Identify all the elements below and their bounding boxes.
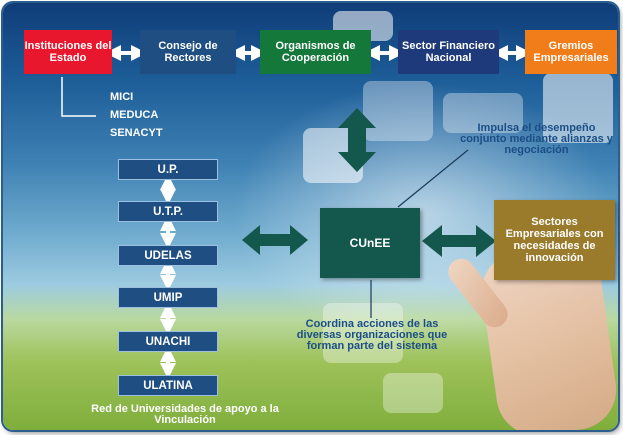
puzzle-piece: [443, 93, 523, 133]
puzzle-piece: [363, 81, 433, 141]
note-impulsa: Impulsa el desempeño conjunto mediante a…: [460, 122, 613, 156]
left-double-arrow: [242, 225, 308, 255]
puzzle-piece: [543, 73, 613, 143]
box-sector-financiero-nacional: Sector Financiero Nacional: [398, 30, 499, 74]
right-double-arrow: [422, 225, 496, 257]
vertical-double-arrow: [338, 108, 376, 172]
university-network-label: Red de Universidades de apoyo a la Vincu…: [91, 403, 279, 426]
institutions-bracket: [61, 77, 96, 117]
university-box-up: U.P.: [118, 159, 218, 180]
center-box-cunee: CUnEE: [320, 208, 420, 278]
box-gremios-empresariales: Gremios Empresariales: [525, 30, 617, 74]
box-instituciones-del-estado: Instituciones del Estado: [24, 30, 112, 74]
box-organismos-de-cooperacion: Organismos de Cooperación: [260, 30, 371, 74]
institution-item: MEDUCA: [110, 109, 159, 121]
institution-item: MICI: [110, 91, 134, 103]
note-connector: [397, 149, 469, 208]
puzzle-piece: [323, 303, 403, 363]
box-consejo-de-rectores: Consejo de Rectores: [140, 30, 236, 74]
university-box-ulatina: ULATINA: [118, 375, 218, 396]
university-box-umip: UMIP: [118, 287, 218, 308]
institution-item: SENACYT: [110, 127, 163, 139]
university-box-udelas: UDELAS: [118, 245, 218, 266]
note-coordina: Coordina acciones de las diversas organi…: [296, 318, 448, 352]
university-box-unachi: UNACHI: [118, 331, 218, 352]
university-box-utp: U.T.P.: [118, 201, 218, 222]
puzzle-piece: [383, 373, 443, 413]
box-sectores-empresariales: Sectores Empresariales con necesidades d…: [494, 200, 615, 280]
